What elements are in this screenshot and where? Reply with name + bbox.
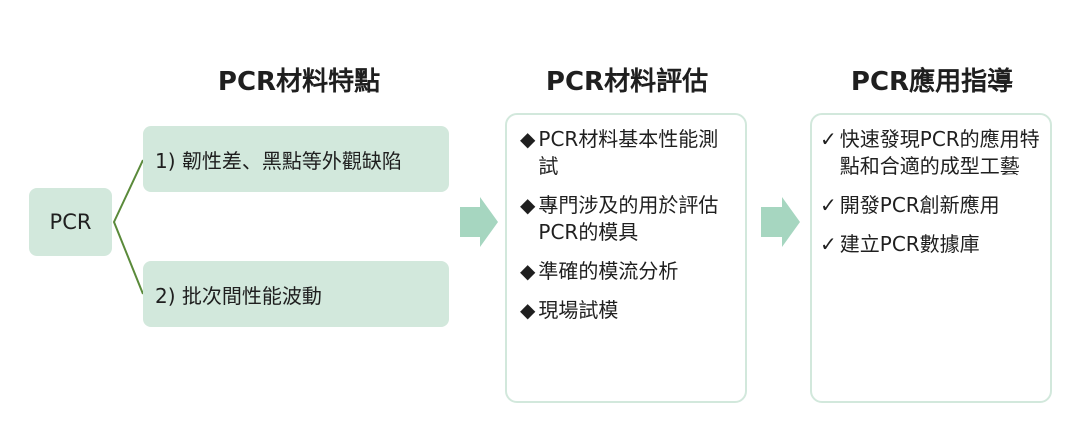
arrow-to-evaluation <box>460 197 498 247</box>
diamond-bullet-icon: ◆ <box>520 298 536 322</box>
evaluation-list: ◆ PCR材料基本性能測試 ◆ 專門涉及的用於評估PCR的模具 ◆ 準確的模流分… <box>520 126 738 336</box>
feature-toughness-label: 1) 韌性差、黑點等外觀缺陷 <box>155 148 402 173</box>
guidance-panel: ✓ 快速發現PCR的應用特點和合適的成型工藝 ✓ 開發PCR創新應用 ✓ 建立P… <box>810 113 1052 403</box>
evaluation-item: ◆ 專門涉及的用於評估PCR的模具 <box>520 192 738 246</box>
evaluation-item: ◆ PCR材料基本性能測試 <box>520 126 738 180</box>
evaluation-item-text: 現場試模 <box>538 298 619 322</box>
evaluation-item: ◆ 準確的模流分析 <box>520 258 738 285</box>
diamond-bullet-icon: ◆ <box>520 259 536 283</box>
feature-batch-variation-node: 2) 批次間性能波動 <box>143 261 449 327</box>
branch-connector <box>112 159 144 295</box>
pcr-root-node: PCR <box>29 188 112 256</box>
feature-batch-variation-label: 2) 批次間性能波動 <box>155 283 322 308</box>
check-mark-icon: ✓ <box>820 127 837 151</box>
guidance-item-text: 建立PCR數據庫 <box>839 232 980 256</box>
features-heading: PCR材料特點 <box>217 67 381 97</box>
diamond-bullet-icon: ◆ <box>520 127 536 151</box>
pcr-root-label: PCR <box>49 210 92 234</box>
evaluation-panel: ◆ PCR材料基本性能測試 ◆ 專門涉及的用於評估PCR的模具 ◆ 準確的模流分… <box>505 113 747 403</box>
guidance-item-text: 快速發現PCR的應用特點和合適的成型工藝 <box>839 127 1040 178</box>
evaluation-heading: PCR材料評估 <box>545 67 709 97</box>
diamond-bullet-icon: ◆ <box>520 193 536 217</box>
evaluation-item-text: PCR材料基本性能測試 <box>538 127 719 178</box>
evaluation-item-text: 準確的模流分析 <box>538 259 679 283</box>
evaluation-item: ◆ 現場試模 <box>520 297 738 324</box>
guidance-heading: PCR應用指導 <box>850 67 1014 97</box>
evaluation-item-text: 專門涉及的用於評估PCR的模具 <box>538 193 719 244</box>
guidance-item: ✓ 快速發現PCR的應用特點和合適的成型工藝 <box>820 126 1045 180</box>
check-mark-icon: ✓ <box>820 193 837 217</box>
guidance-item: ✓ 開發PCR創新應用 <box>820 192 1045 219</box>
guidance-item-text: 開發PCR創新應用 <box>839 193 1000 217</box>
check-mark-icon: ✓ <box>820 232 837 256</box>
guidance-item: ✓ 建立PCR數據庫 <box>820 231 1045 258</box>
arrow-to-guidance <box>761 197 800 247</box>
guidance-list: ✓ 快速發現PCR的應用特點和合適的成型工藝 ✓ 開發PCR創新應用 ✓ 建立P… <box>820 126 1045 270</box>
feature-toughness-node: 1) 韌性差、黑點等外觀缺陷 <box>143 126 449 192</box>
